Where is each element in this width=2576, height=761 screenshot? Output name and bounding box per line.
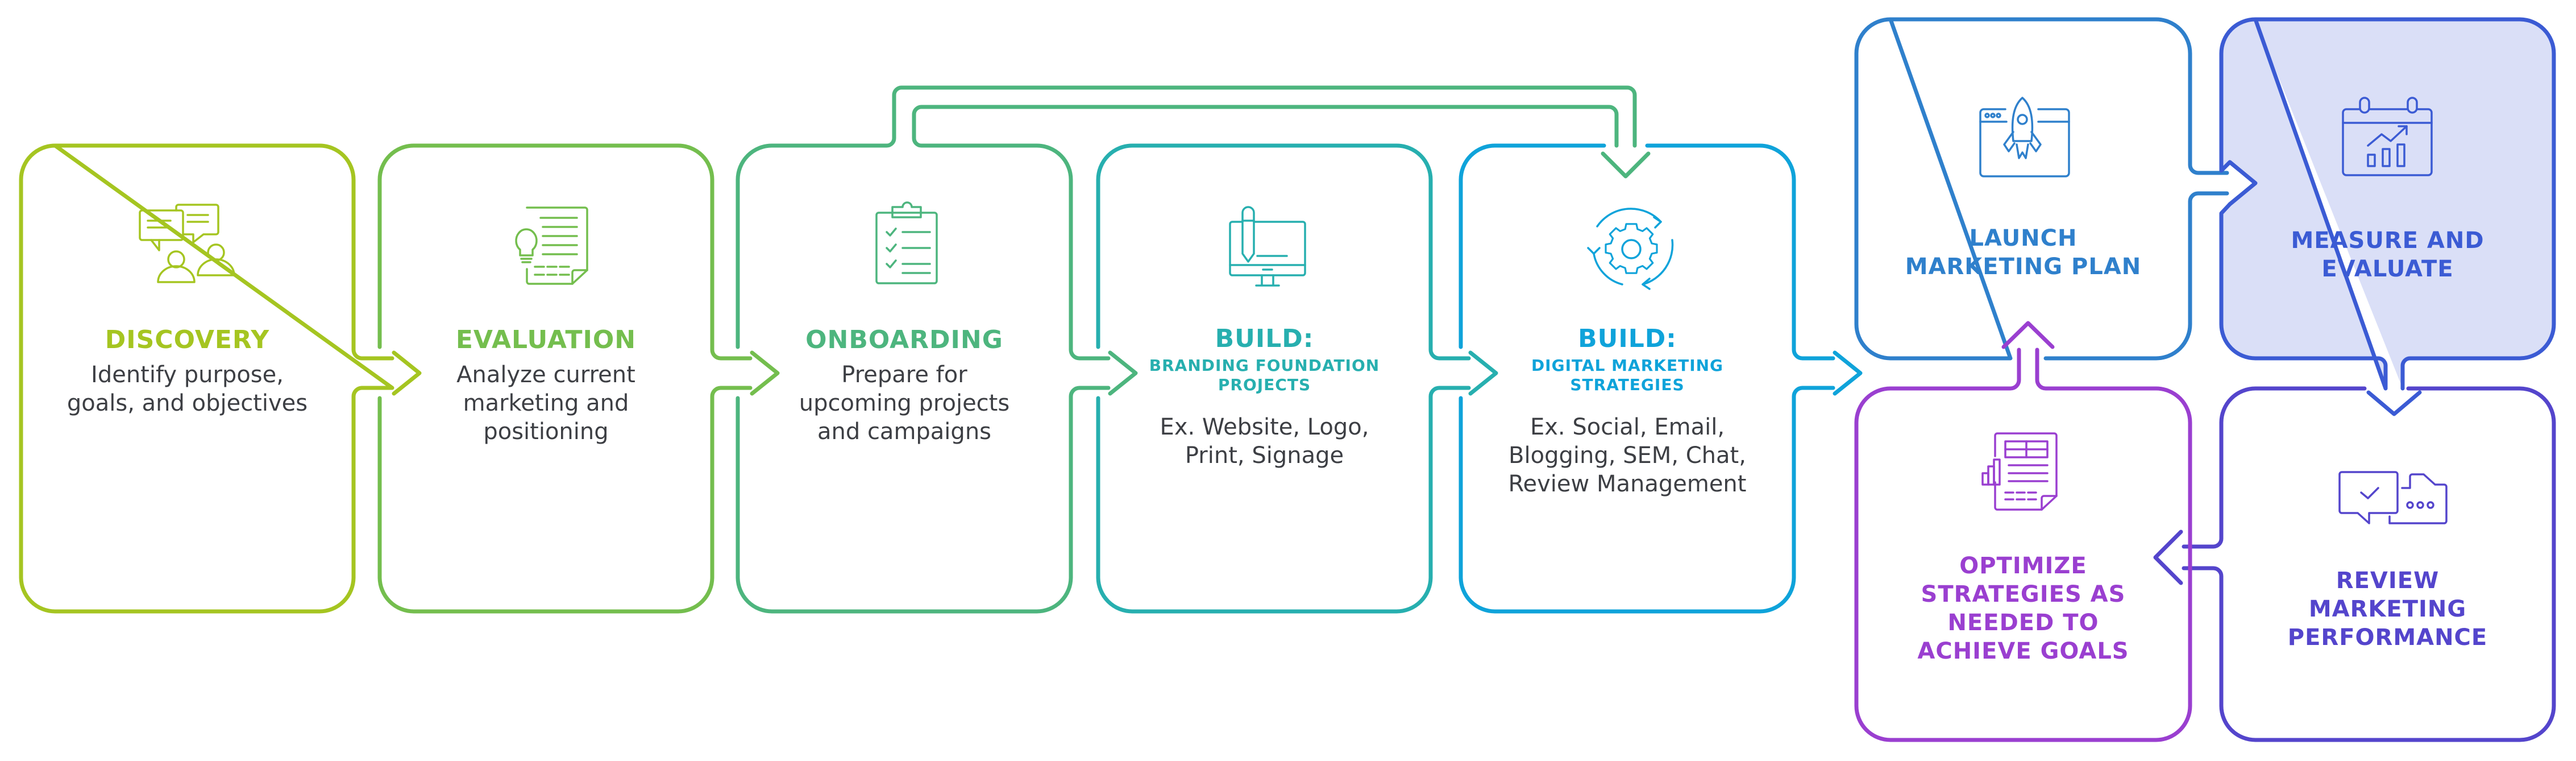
discovery-text: DISCOVERY Identify purpose, goals, and o… (21, 325, 354, 417)
subtitle-line: DIGITAL MARKETING (1531, 356, 1724, 375)
discovery-card (19, 143, 394, 614)
title-line: REVIEW (2336, 568, 2440, 594)
arrow-evaluation-to-onboarding (750, 350, 780, 396)
step-description: Ex. Website, Logo, Print, Signage (1098, 413, 1431, 470)
build-digital-text: BUILD: DIGITAL MARKETING STRATEGIES Ex. … (1461, 324, 1794, 498)
subtitle-line: PROJECTS (1218, 375, 1311, 394)
title-line: MARKETING PLAN (1905, 254, 2142, 280)
step-description: Identify purpose, goals, and objectives (21, 361, 354, 417)
title-line: MEASURE AND (2291, 228, 2484, 254)
build-digital-card (1459, 143, 1835, 614)
step-title: BUILD: (1578, 324, 1677, 353)
description-line: Ex. Website, Logo, (1160, 414, 1369, 440)
title-line: ACHIEVE GOALS (1917, 638, 2129, 664)
onboarding-text: ONBOARDING Prepare for upcoming projects… (738, 325, 1071, 446)
description-line: Prepare for (841, 362, 967, 388)
arrow-discovery-to-evaluation (392, 350, 422, 396)
evaluation-text: EVALUATION Analyze current marketing and… (380, 325, 712, 446)
arrow-measure-to-review (2366, 390, 2422, 416)
description-line: Blogging, SEM, Chat, (1509, 442, 1746, 469)
review-card (2182, 386, 2556, 742)
monitor-pencil-icon (1229, 206, 1306, 287)
arrow-digital-to-launch (1833, 350, 1863, 396)
arrow-onboarding-skip-to-digital (1601, 151, 1651, 179)
conversation-icon (139, 204, 235, 283)
document-lightbulb-icon (515, 206, 588, 285)
title-line: STRATEGIES AS (1921, 581, 2126, 607)
calendar-chart-icon (2342, 97, 2433, 176)
step-subtitle: DIGITAL MARKETING STRATEGIES (1461, 356, 1794, 395)
gear-cycle-icon (1587, 208, 1674, 290)
clipboard-checklist-icon (875, 201, 938, 284)
step-description: Analyze current marketing and positionin… (380, 361, 712, 446)
description-line: marketing and (463, 390, 629, 416)
step-title: EVALUATION (455, 325, 637, 354)
arrow-optimize-to-launch (2001, 321, 2055, 349)
optimize-text: OPTIMIZE STRATEGIES AS NEEDED TO ACHIEVE… (1856, 552, 2190, 665)
subtitle-line: STRATEGIES (1570, 375, 1685, 394)
title-line: EVALUATE (2321, 256, 2454, 282)
optimize-card (1854, 348, 2192, 742)
description-line: Analyze current (456, 362, 635, 388)
launch-text: LAUNCH MARKETING PLAN (1856, 224, 2190, 281)
report-chart-icon (1981, 432, 2058, 511)
step-title: BUILD: (1215, 324, 1314, 353)
subtitle-line: BRANDING FOUNDATION (1149, 356, 1380, 375)
launch-card (1854, 17, 2229, 361)
description-line: Identify purpose, (91, 362, 284, 388)
arrow-branding-to-digital (1468, 350, 1498, 396)
description-line: goals, and objectives (67, 390, 308, 416)
title-line: OPTIMIZE (1959, 553, 2087, 579)
step-description: Ex. Social, Email, Blogging, SEM, Chat, … (1461, 413, 1794, 498)
rocket-browser-icon (1979, 97, 2070, 177)
step-title: DISCOVERY (105, 325, 270, 354)
measure-text: MEASURE AND EVALUATE (2221, 226, 2554, 283)
arrow-review-to-optimize (2153, 530, 2183, 585)
description-line: Review Management (1508, 471, 1747, 497)
title-line: MARKETING (2308, 596, 2467, 622)
title-line: NEEDED TO (1947, 610, 2099, 636)
title-line: PERFORMANCE (2287, 624, 2488, 651)
step-description: Prepare for upcoming projects and campai… (738, 361, 1071, 446)
description-line: upcoming projects (799, 390, 1010, 416)
description-line: positioning (483, 419, 609, 445)
description-line: Print, Signage (1185, 442, 1344, 469)
title-line: LAUNCH (1969, 225, 2078, 251)
step-title: ONBOARDING (805, 325, 1003, 354)
build-branding-card (1096, 143, 1471, 614)
build-branding-text: BUILD: BRANDING FOUNDATION PROJECTS Ex. … (1098, 324, 1431, 470)
measure-card (2219, 17, 2556, 391)
review-text: REVIEW MARKETING PERFORMANCE (2221, 566, 2554, 652)
arrow-onboarding-to-build (1108, 350, 1138, 396)
step-subtitle: BRANDING FOUNDATION PROJECTS (1098, 356, 1431, 395)
chat-bubbles-icon (2338, 471, 2448, 524)
evaluation-card (377, 143, 753, 614)
onboarding-card (736, 85, 1637, 614)
description-line: Ex. Social, Email, (1530, 414, 1725, 440)
description-line: and campaigns (817, 419, 992, 445)
